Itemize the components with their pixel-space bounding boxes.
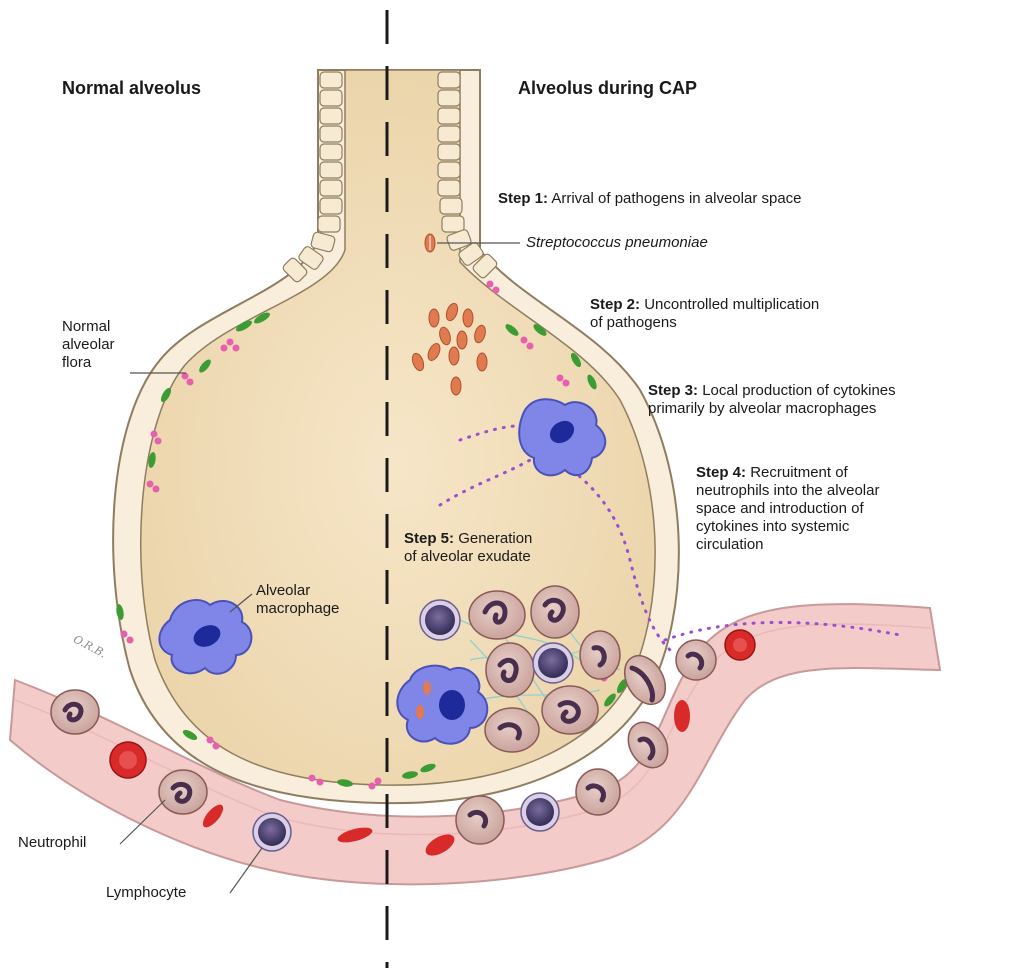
step-1-label: Step 1: — [498, 190, 548, 207]
step-4: Step 4: Recruitment of neutrophils into … — [696, 464, 879, 554]
step-3: Step 3: Local production of cytokines pr… — [648, 382, 896, 418]
step-4-label: Step 4: — [696, 464, 746, 481]
step-1: Step 1: Arrival of pathogens in alveolar… — [498, 190, 802, 208]
left-header: Normal alveolus — [62, 78, 201, 100]
step-1-text: Arrival of pathogens in alveolar space — [551, 190, 801, 207]
right-header: Alveolus during CAP — [518, 78, 697, 100]
pathogen-label: Streptococcus pneumoniae — [526, 234, 708, 252]
flora-label: Normal alveolar flora — [62, 318, 115, 372]
neutrophil-label: Neutrophil — [18, 834, 86, 852]
step-3-label: Step 3: — [648, 382, 698, 399]
step-5-label: Step 5: — [404, 530, 454, 547]
step-2: Step 2: Uncontrolled multiplication of p… — [590, 296, 819, 332]
step-2-label: Step 2: — [590, 296, 640, 313]
step-5: Step 5: Generation of alveolar exudate — [404, 530, 532, 566]
lymphocyte-label: Lymphocyte — [106, 884, 186, 902]
macrophage-label: Alveolar macrophage — [256, 582, 339, 618]
